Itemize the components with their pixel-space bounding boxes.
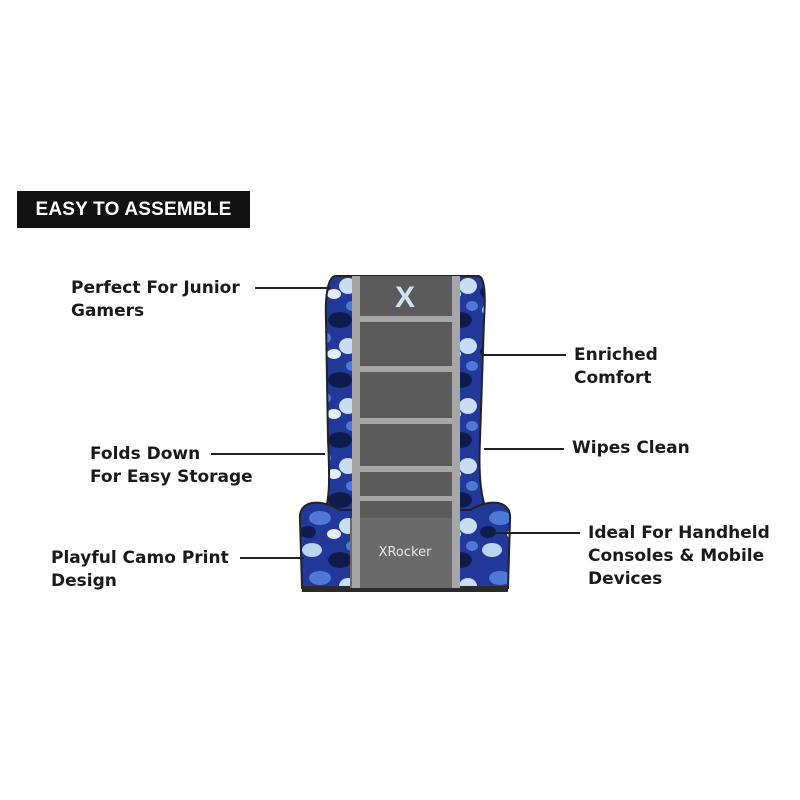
callout-line-1: Playful Camo Print bbox=[51, 548, 229, 568]
callout-line-2: Consoles & Mobile bbox=[588, 546, 765, 566]
callout-enriched-comfort: Enriched Comfort bbox=[574, 344, 658, 390]
connector-line bbox=[240, 557, 304, 559]
callout-playful-camo: Playful Camo Print Design bbox=[51, 547, 229, 593]
chair-brand-text: XRocker bbox=[379, 545, 433, 560]
connector-line bbox=[211, 453, 325, 455]
callout-line-2: For Easy Storage bbox=[90, 467, 253, 487]
callout-ideal-handheld: Ideal For Handheld Consoles & Mobile Dev… bbox=[588, 522, 770, 591]
connector-line bbox=[494, 532, 580, 534]
callout-folds-down: Folds Down For Easy Storage bbox=[90, 443, 253, 489]
callout-line-2: Design bbox=[51, 571, 117, 591]
connector-line bbox=[484, 448, 564, 450]
connector-line bbox=[482, 354, 566, 356]
connector-line bbox=[255, 287, 331, 289]
callout-line-2: Comfort bbox=[574, 368, 652, 388]
callout-perfect-junior: Perfect For Junior Gamers bbox=[71, 277, 240, 323]
callout-line-1: Folds Down bbox=[90, 444, 201, 464]
callout-line-1: Perfect For Junior bbox=[71, 278, 240, 298]
callout-line-2: Gamers bbox=[71, 301, 145, 321]
callout-wipes-clean: Wipes Clean bbox=[572, 437, 690, 460]
callout-line-1: Wipes Clean bbox=[572, 438, 690, 458]
callout-line-3: Devices bbox=[588, 569, 663, 589]
callout-line-1: Enriched bbox=[574, 345, 658, 365]
callout-line-1: Ideal For Handheld bbox=[588, 523, 770, 543]
easy-to-assemble-badge: EASY TO ASSEMBLE bbox=[17, 191, 250, 228]
chair-x-logo: X bbox=[395, 281, 415, 314]
